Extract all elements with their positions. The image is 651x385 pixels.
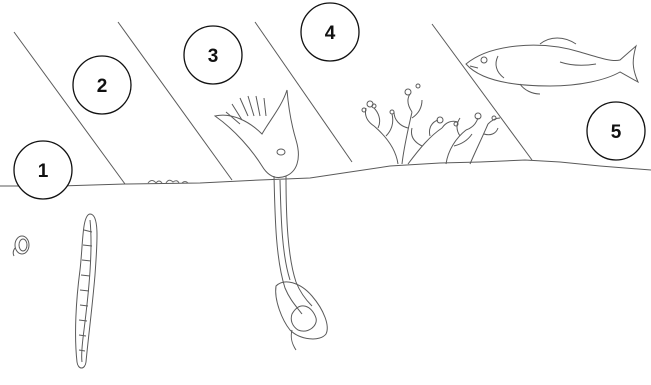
marker-label: 4 — [325, 23, 336, 44]
marker-label: 2 — [97, 76, 108, 97]
marker-5: 5 — [587, 102, 645, 160]
zone-divider-line — [432, 24, 532, 160]
fish-drawing — [466, 38, 638, 94]
marker-4: 4 — [301, 3, 359, 61]
seaweed-drawing — [362, 84, 500, 164]
marker-3: 3 — [184, 26, 242, 84]
burrowing-worm-drawing — [76, 214, 97, 368]
marker-1: 1 — [14, 141, 72, 199]
marker-label: 1 — [38, 161, 49, 182]
marker-label: 5 — [611, 122, 622, 143]
surface-debris — [148, 180, 188, 183]
tube-organism-drawing — [215, 90, 327, 350]
marker-2: 2 — [73, 56, 131, 114]
clam-drawing — [13, 236, 29, 256]
sediment-surface-line — [0, 160, 651, 186]
marker-label: 3 — [208, 46, 219, 67]
